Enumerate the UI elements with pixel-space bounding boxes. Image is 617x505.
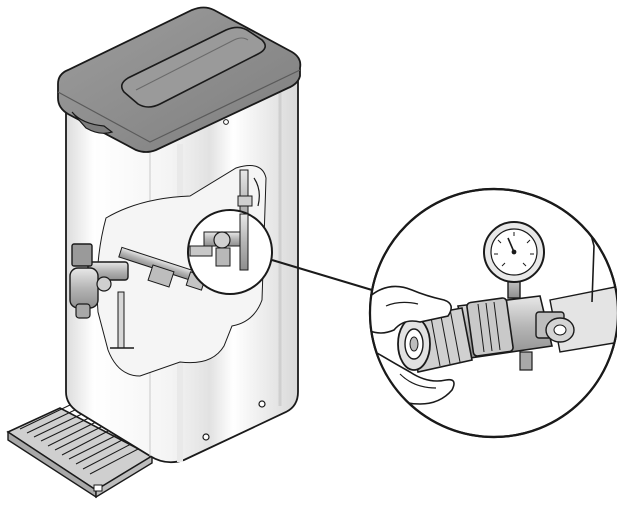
valve-fitting-icon — [457, 295, 575, 371]
leader-line — [271, 259, 373, 291]
lid-icon — [57, 6, 302, 153]
quick-connector — [397, 307, 473, 373]
detail-callout-small — [187, 209, 373, 295]
drip-tray-icon — [6, 404, 154, 499]
faucet-icon — [69, 243, 129, 319]
pressure-gauge-icon — [483, 221, 545, 283]
detail-callout — [368, 187, 617, 439]
lid-handle — [120, 26, 266, 108]
